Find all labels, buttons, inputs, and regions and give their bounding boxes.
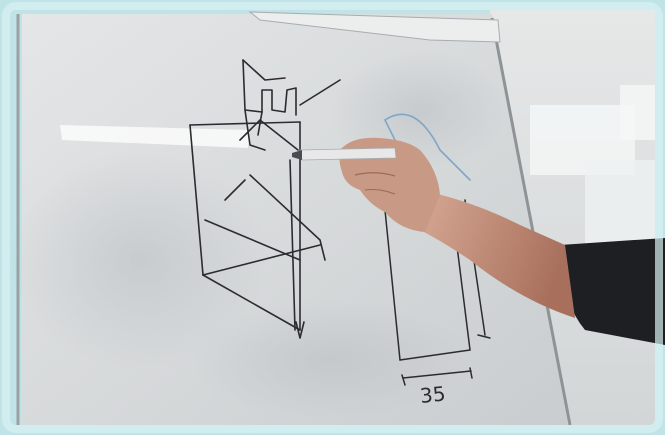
board-top-rail (248, 11, 501, 43)
marker (292, 147, 397, 161)
glare (60, 125, 250, 148)
sleeve (560, 238, 665, 345)
dimension-label: 35 (419, 381, 447, 408)
board-edge (490, 17, 572, 426)
arm (339, 137, 665, 345)
hand (339, 137, 440, 232)
